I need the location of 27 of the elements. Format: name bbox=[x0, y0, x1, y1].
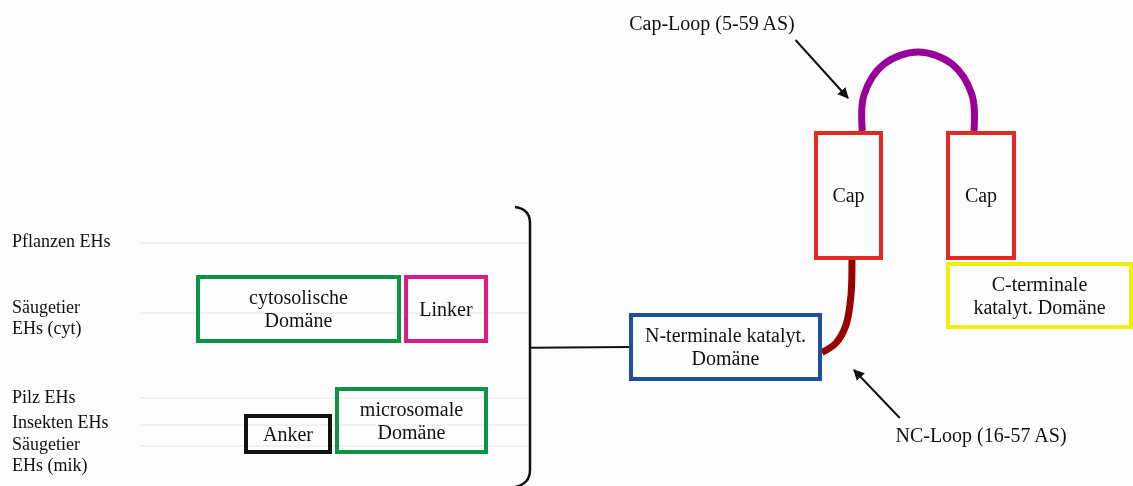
box-label: Anker bbox=[263, 422, 313, 446]
box-label: N-terminale katalyt. Domäne bbox=[643, 324, 807, 370]
domain-box bbox=[946, 262, 1133, 329]
anchor-box bbox=[244, 414, 332, 454]
row-label: Säugetier EHs (mik) bbox=[12, 434, 89, 476]
cap-box bbox=[946, 131, 1016, 260]
connector-line bbox=[529, 346, 630, 349]
box-label: Linker bbox=[419, 297, 473, 321]
box-label: Cap bbox=[964, 184, 998, 207]
leader-arrow bbox=[853, 369, 901, 419]
cap-box bbox=[814, 131, 883, 260]
row-label: Insekten EHs bbox=[12, 412, 110, 433]
row-label: Pilz EHs bbox=[12, 387, 77, 408]
leader-arrow bbox=[794, 39, 849, 99]
box-label: microsomale Domäne bbox=[358, 397, 465, 444]
box-label: Cap bbox=[832, 184, 865, 207]
box-label: cytosolische Domäne bbox=[248, 286, 349, 332]
domain-box bbox=[196, 275, 401, 343]
callout-label: Cap-Loop (5-59 AS) bbox=[629, 11, 795, 35]
callout-label: NC-Loop (16-57 AS) bbox=[895, 423, 1067, 447]
row-label: Pflanzen EHs bbox=[12, 231, 112, 252]
domain-box bbox=[629, 313, 822, 381]
linker-box bbox=[404, 275, 488, 343]
row-label: Säugetier EHs (cyt) bbox=[12, 297, 83, 339]
loop-line bbox=[858, 48, 978, 132]
domain-box bbox=[335, 387, 488, 454]
box-label: C-terminale katalyt. Domäne bbox=[972, 272, 1107, 319]
